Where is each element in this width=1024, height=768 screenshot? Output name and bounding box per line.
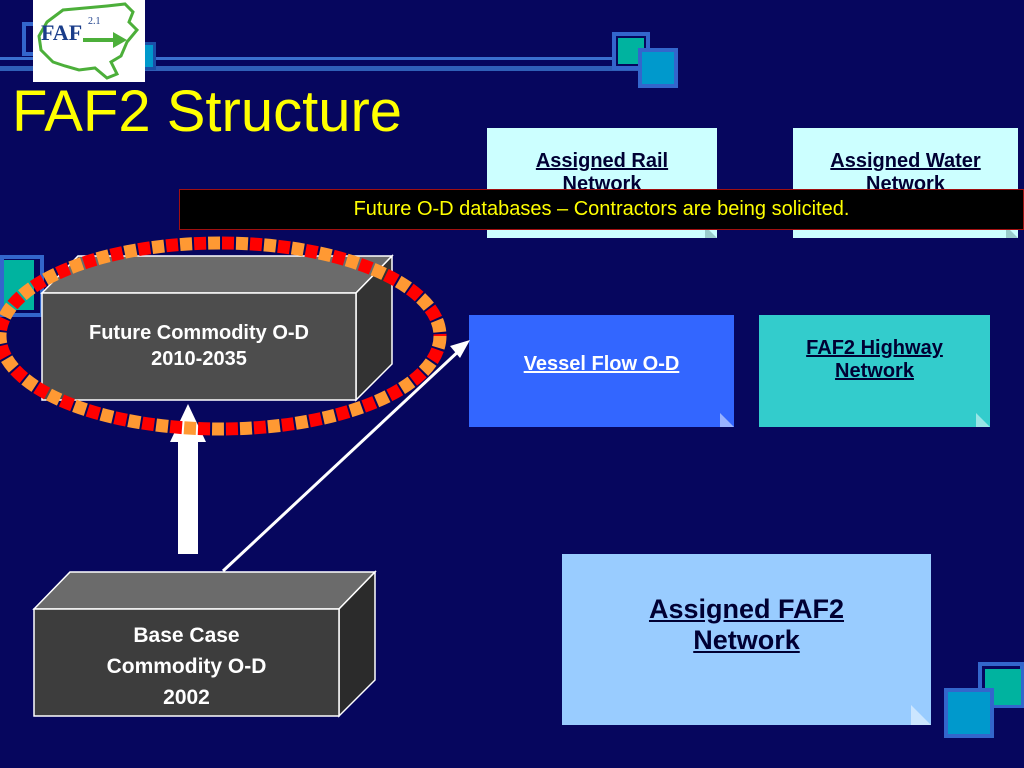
note-rail-line1: Assigned Rail bbox=[535, 150, 669, 172]
logo-text: FAF bbox=[41, 20, 83, 45]
header-rule-bottom bbox=[0, 66, 640, 71]
diagonal-arrow bbox=[221, 340, 470, 573]
base-box-label: Base Case Commodity O-D 2002 bbox=[34, 620, 339, 713]
faf-logo: FAF 2.1 bbox=[33, 0, 145, 82]
future-box-front bbox=[41, 292, 357, 401]
base-box-top bbox=[32, 571, 377, 610]
note-vessel-flow: Vessel Flow O-D bbox=[469, 315, 734, 427]
logo-superscript: 2.1 bbox=[88, 16, 101, 27]
future-commodity-box bbox=[40, 254, 394, 402]
note-fold bbox=[976, 413, 990, 427]
base-box-line3: 2002 bbox=[163, 686, 210, 709]
note-fold bbox=[911, 705, 931, 725]
note-vessel-label: Vessel Flow O-D bbox=[523, 353, 680, 375]
base-box-line2: Commodity O-D bbox=[106, 655, 267, 678]
future-box-label: Future Commodity O-D 2010-2035 bbox=[42, 320, 356, 372]
note-water-line1: Assigned Water bbox=[830, 150, 981, 172]
announcement-banner: Future O-D databases – Contractors are b… bbox=[179, 189, 1024, 230]
note-highway-line2: Network bbox=[835, 360, 914, 382]
base-box-front bbox=[33, 608, 340, 717]
note-highway-line1: FAF2 Highway bbox=[806, 337, 943, 359]
future-box-line1: Future Commodity O-D bbox=[89, 322, 309, 344]
note-faf2-highway: FAF2 Highway Network bbox=[759, 315, 990, 427]
future-box-line2: 2010-2035 bbox=[151, 348, 247, 370]
note-assigned-line1: Assigned FAF2 bbox=[648, 594, 845, 624]
highlight-ellipse-red bbox=[0, 236, 447, 436]
note-assigned-line2: Network bbox=[693, 625, 800, 655]
deco-square-top-right-blue bbox=[638, 48, 678, 88]
deco-square-bottom-right-blue bbox=[944, 688, 994, 738]
header-rule-top bbox=[0, 57, 640, 60]
page-title: FAF2 Structure bbox=[12, 79, 403, 144]
note-assigned-faf2-network: Assigned FAF2 Network bbox=[562, 554, 931, 725]
base-box-line1: Base Case bbox=[133, 624, 240, 647]
base-case-box bbox=[32, 570, 377, 718]
us-map-icon bbox=[37, 2, 140, 80]
note-fold bbox=[720, 413, 734, 427]
